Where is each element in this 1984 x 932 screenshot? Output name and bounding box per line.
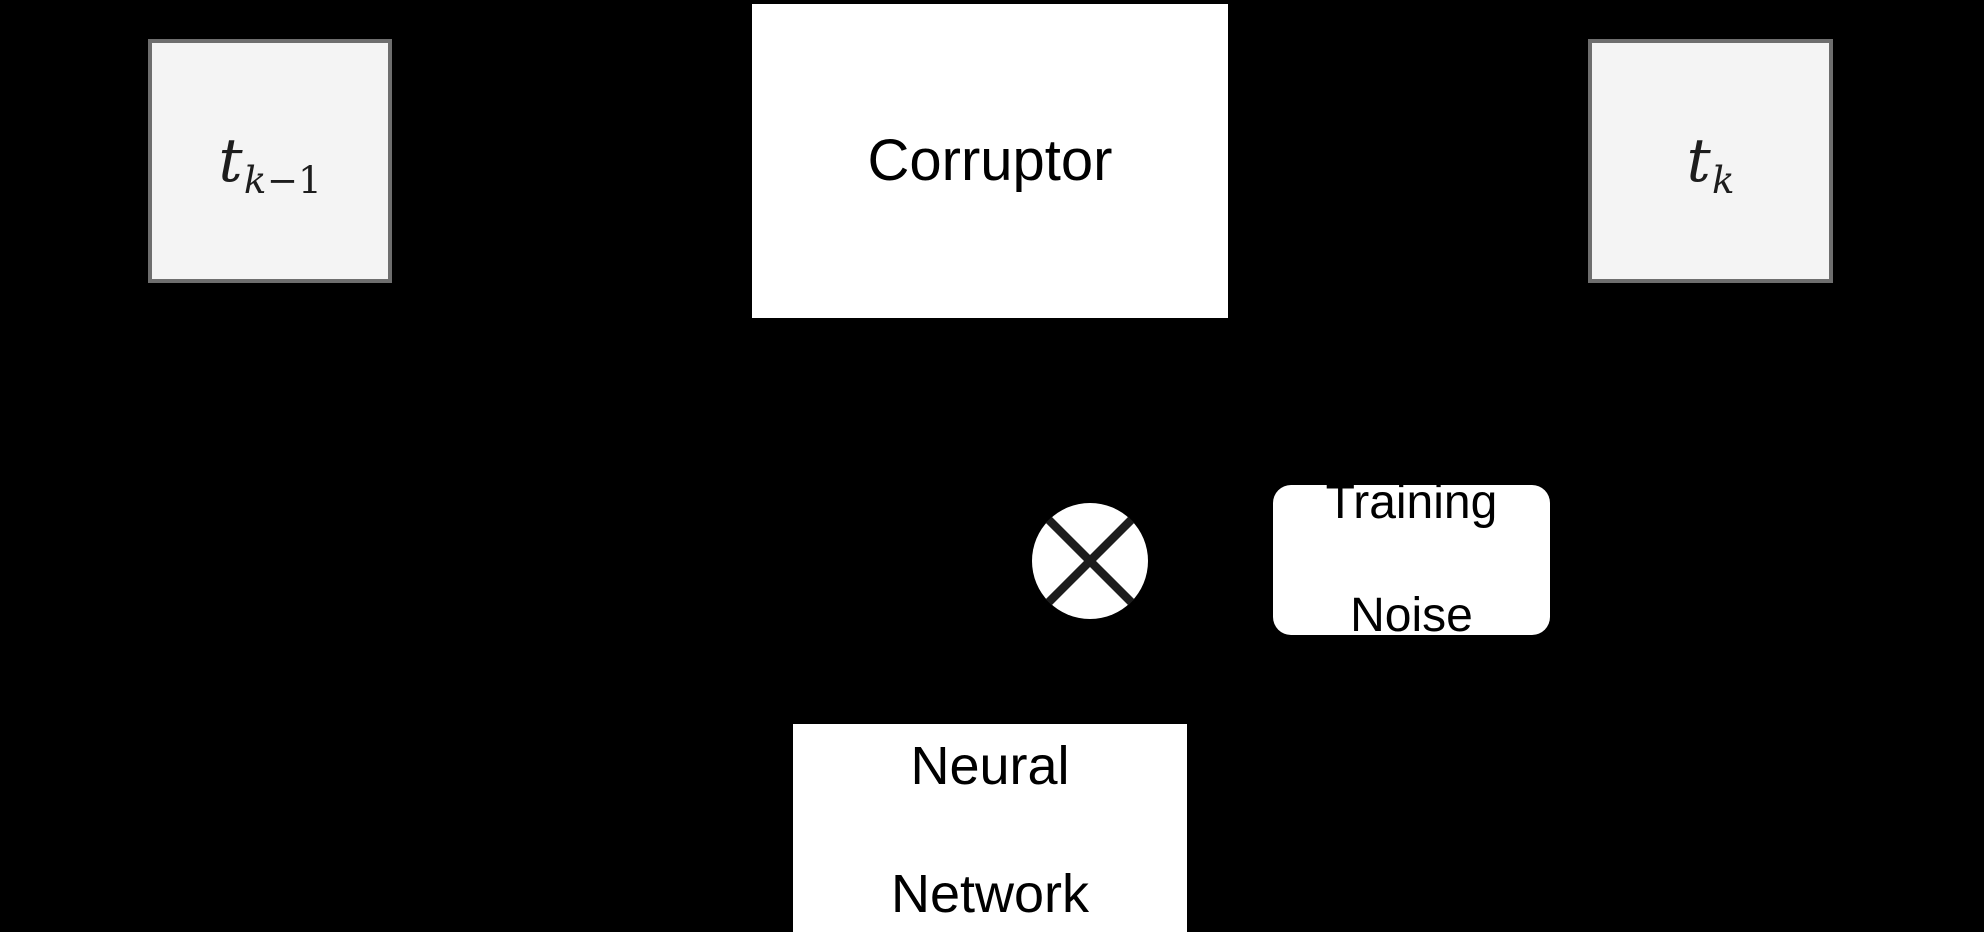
prev-state-label: tk−1 [218, 126, 323, 203]
node-corruptor[interactable]: Corruptor [752, 4, 1228, 318]
neural-network-line-1: Neural [910, 736, 1070, 797]
training-noise-label: Training Noise [1326, 418, 1498, 701]
training-noise-line-2: Noise [1350, 589, 1473, 643]
training-noise-line-1: Training [1325, 476, 1498, 530]
node-neural-network[interactable]: Neural Network [793, 724, 1187, 932]
corruptor-label: Corruptor [867, 127, 1113, 193]
node-training-noise[interactable]: Training Noise [1273, 476, 1550, 642]
neural-network-label: Neural Network [891, 672, 1089, 932]
node-prev-state[interactable]: tk−1 [148, 39, 392, 283]
neural-network-line-2: Network [890, 863, 1090, 924]
crossed-circle-icon[interactable] [1031, 502, 1149, 620]
node-next-state[interactable]: tk [1588, 39, 1833, 283]
next-state-label: tk [1686, 126, 1736, 203]
